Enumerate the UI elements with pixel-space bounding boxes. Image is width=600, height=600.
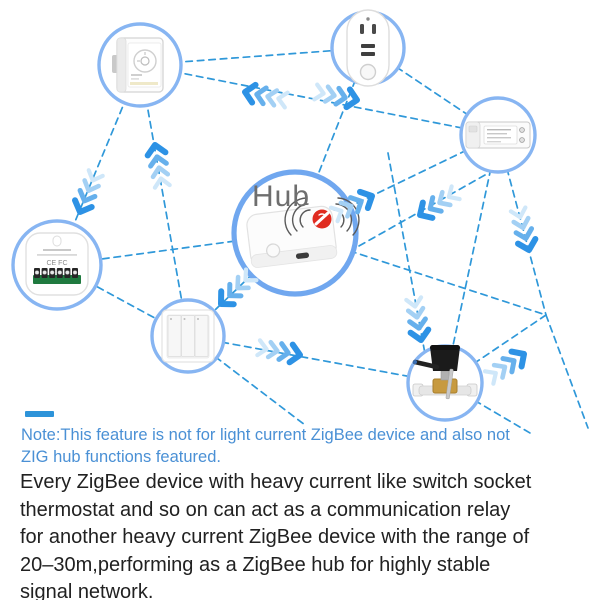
module-cert-text: CE FC (47, 260, 68, 267)
description-line-3: for another heavy current ZigBee device … (20, 526, 530, 548)
description-paragraph: Every ZigBee device with heavy current l… (20, 469, 592, 600)
link-junction-bottom (545, 314, 589, 429)
arrow-relay-down (509, 207, 537, 252)
note-line-2: ZIG hub functions featured. (21, 448, 221, 466)
link-thermostat-relay (139, 64, 499, 136)
description-line-4: 20–30m,performing as a ZigBee hub for hi… (20, 553, 491, 576)
arrow-to-module (72, 170, 104, 216)
arrow-up-to-thermostat (146, 143, 171, 187)
arrow-valve-up-right (484, 347, 529, 385)
description-line-5: signal network. (20, 581, 154, 600)
description-line-1: Every ZigBee device with heavy current l… (20, 471, 532, 493)
wall-switch-icon (161, 309, 215, 363)
link-thermostat-wallswitch (139, 64, 189, 337)
link-wallswitch-valve (187, 335, 446, 384)
link-hub-junction (294, 232, 547, 316)
arrow-to-relay (314, 83, 359, 109)
description-line-2: thermostat and so on can act as a commun… (20, 498, 511, 521)
relay-module-icon (465, 121, 531, 149)
link-relay-hub-lower (342, 174, 486, 256)
note-line-1: Note:This feature is not for light curre… (21, 426, 510, 444)
thermostat-icon (112, 37, 164, 93)
smart-plug-icon (346, 9, 390, 87)
hub-label: Hub (252, 180, 311, 213)
arrow-relay-to-hub (415, 185, 460, 223)
mesh-network-diagram: CE FC (11, 9, 589, 434)
arrow-down-to-valve (405, 297, 430, 341)
note-text: Note:This feature is not for light curre… (21, 424, 586, 468)
link-relay-valve (444, 134, 499, 384)
link-junction-valve-vertical (387, 152, 429, 371)
link-junction-valve (444, 314, 547, 384)
note-accent-bar (25, 411, 54, 417)
gas-valve-controller-icon (412, 345, 478, 400)
arrow-wallswitch-to-valve (257, 339, 301, 364)
arrow-to-thermostat (243, 83, 288, 109)
switch-module-icon: CE FC (25, 232, 89, 296)
